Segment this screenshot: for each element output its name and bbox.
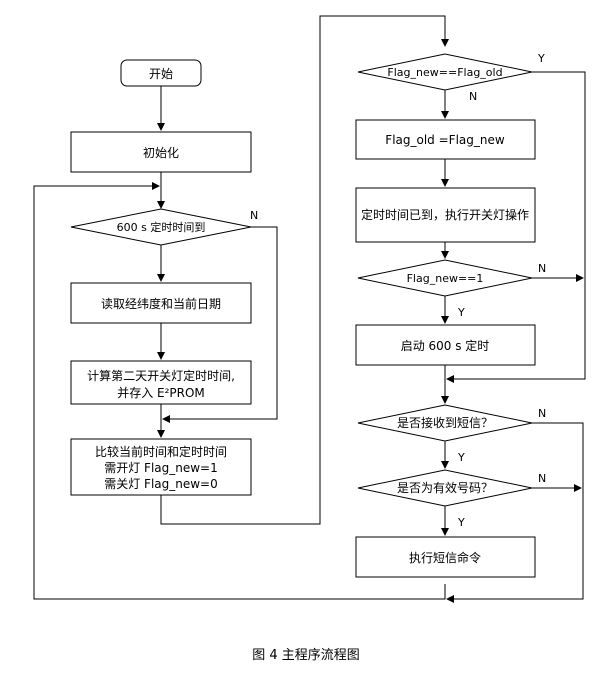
compare-label-1: 比较当前时间和定时时间 (95, 444, 227, 459)
compute-label-2: 并存入 E²PROM (117, 386, 205, 400)
compare-label-2: 需开灯 Flag_new=1 (104, 461, 218, 475)
label-new1-no: N (538, 262, 546, 275)
label-new1-yes: Y (457, 306, 465, 319)
decision-flag-label: Flag_new==Flag_old (387, 66, 502, 79)
read-label: 读取经纬度和当前日期 (101, 296, 221, 311)
figure-caption: 图 4 主程序流程图 (252, 648, 360, 663)
label-valid-yes: Y (457, 516, 465, 529)
compute-label-1: 计算第二天开关灯定时时间, (87, 368, 235, 383)
init-label: 初始化 (143, 146, 179, 160)
edge-loop-back (33, 182, 446, 600)
compare-label-3: 需关灯 Flag_new=0 (104, 477, 218, 491)
label-sms-no: N (538, 407, 546, 420)
label-flag-yes: Y (537, 52, 545, 65)
decision-timer-label: 600 s 定时时间到 (117, 220, 206, 234)
label-flag-no: N (469, 90, 477, 103)
assign-label: Flag_old =Flag_new (385, 133, 505, 147)
start-timer-label: 启动 600 s 定时 (401, 338, 490, 353)
start-label: 开始 (149, 67, 173, 81)
decision-sms-label: 是否接收到短信？ (397, 415, 493, 430)
flowchart: 开始 初始化 600 s 定时时间到 读取经纬度和当前日期 计算第二天开关灯定时… (33, 15, 586, 603)
exec-sms-box (355, 536, 536, 578)
edge-sms-no (446, 422, 584, 603)
exec-sms-label: 执行短信命令 (409, 550, 481, 565)
edge-flag-yes (446, 71, 586, 383)
edge-compare-right (160, 15, 449, 525)
decision-valid-label: 是否为有效号码？ (397, 480, 493, 495)
edge-timer-no (162, 226, 278, 423)
label-sms-yes: Y (457, 451, 465, 464)
decision-new1-label: Flag_new==1 (407, 272, 484, 285)
timing-label: 定时时间已到，执行开关灯操作 (361, 207, 529, 222)
label-timer-no: N (250, 209, 258, 222)
label-valid-no: N (538, 472, 546, 485)
